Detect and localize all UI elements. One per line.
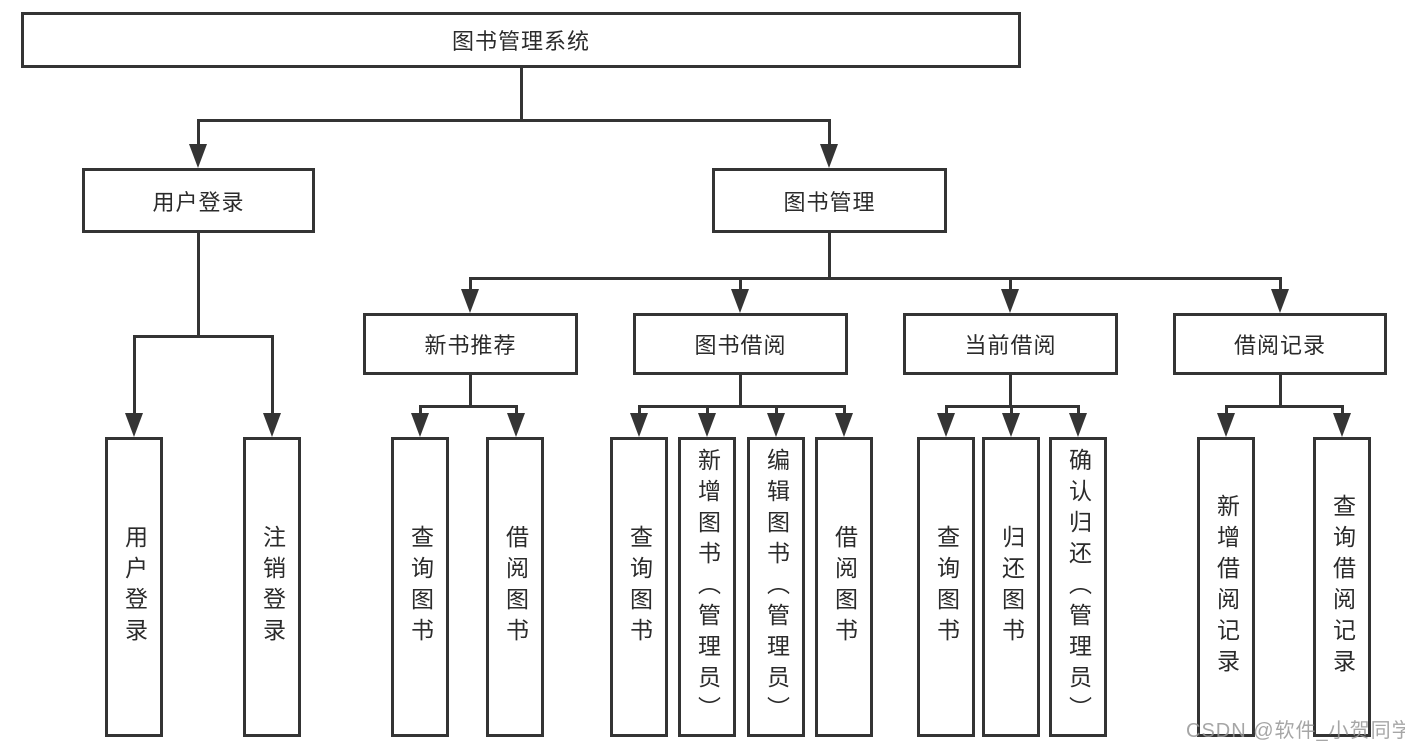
connector-line — [1010, 405, 1013, 419]
leaf-edit-book-admin-label: 编辑图书（管理员） — [763, 447, 790, 727]
connector-line — [706, 405, 709, 419]
connector-line — [828, 119, 831, 151]
leaf-borrow-book-1: 借阅图书 — [486, 437, 544, 737]
arrow-down-icon — [1069, 413, 1087, 437]
connector-line — [419, 405, 518, 408]
leaf-confirm-return-admin-label: 确认归还（管理员） — [1065, 447, 1092, 727]
connector-line — [197, 119, 200, 151]
arrow-down-icon — [461, 289, 479, 313]
connector-line — [1009, 277, 1012, 295]
connector-line — [1009, 373, 1012, 408]
arrow-down-icon — [1271, 289, 1289, 313]
leaf-add-book-admin-label: 新增图书（管理员） — [694, 447, 721, 727]
connector-line — [739, 373, 742, 408]
node-book-borrow: 图书借阅 — [633, 313, 848, 375]
leaf-logout: 注销登录 — [243, 437, 301, 737]
connector-line — [1225, 405, 1344, 408]
connector-line — [133, 335, 274, 338]
arrow-down-icon — [125, 413, 143, 437]
leaf-query-book-3: 查询图书 — [917, 437, 975, 737]
connector-line — [197, 119, 831, 122]
connector-line — [1077, 405, 1080, 419]
connector-line — [469, 277, 472, 295]
arrow-down-icon — [263, 413, 281, 437]
leaf-borrow-book-2-label: 借阅图书 — [831, 525, 858, 649]
leaf-borrow-book-1-label: 借阅图书 — [502, 525, 529, 649]
arrow-down-icon — [1217, 413, 1235, 437]
leaf-confirm-return-admin: 确认归还（管理员） — [1049, 437, 1107, 737]
connector-line — [469, 373, 472, 408]
arrow-down-icon — [767, 413, 785, 437]
node-user-login-label: 用户登录 — [152, 189, 245, 215]
node-new-book-recommend: 新书推荐 — [363, 313, 578, 375]
arrow-down-icon — [937, 413, 955, 437]
csdn-watermark: CSDN @软件_小贺同学 — [1186, 720, 1405, 742]
connector-line — [638, 405, 641, 419]
leaf-query-borrow-record-label: 查询借阅记录 — [1329, 494, 1356, 680]
arrow-down-icon — [731, 289, 749, 313]
connector-line — [828, 232, 831, 280]
connector-line — [1279, 373, 1282, 408]
arrow-down-icon — [698, 413, 716, 437]
connector-line — [1279, 277, 1282, 295]
leaf-query-book-3-label: 查询图书 — [933, 525, 960, 649]
connector-line — [419, 405, 422, 419]
leaf-user-login: 用户登录 — [105, 437, 163, 737]
node-borrow-record: 借阅记录 — [1173, 313, 1387, 375]
leaf-logout-label: 注销登录 — [259, 525, 286, 649]
connector-line — [520, 66, 523, 122]
arrow-down-icon — [630, 413, 648, 437]
connector-line — [197, 232, 200, 338]
connector-line — [133, 335, 136, 419]
arrow-down-icon — [1002, 413, 1020, 437]
leaf-query-borrow-record: 查询借阅记录 — [1313, 437, 1371, 737]
node-new-book-recommend-label: 新书推荐 — [424, 333, 517, 358]
arrow-down-icon — [507, 413, 525, 437]
leaf-add-book-admin: 新增图书（管理员） — [678, 437, 736, 737]
connector-line — [638, 405, 846, 408]
leaf-return-book: 归还图书 — [982, 437, 1040, 737]
arrow-down-icon — [1001, 289, 1019, 313]
leaf-return-book-label: 归还图书 — [998, 525, 1025, 649]
connector-line — [271, 335, 274, 419]
node-book-management: 图书管理 — [712, 168, 947, 233]
leaf-query-book-2-label: 查询图书 — [626, 525, 653, 649]
leaf-query-book-2: 查询图书 — [610, 437, 668, 737]
arrow-down-icon — [189, 144, 207, 168]
leaf-add-borrow-record: 新增借阅记录 — [1197, 437, 1255, 737]
connector-line — [469, 277, 1282, 280]
leaf-user-login-label: 用户登录 — [121, 525, 148, 649]
connector-line — [1341, 405, 1344, 419]
connector-line — [775, 405, 778, 419]
connector-line — [739, 277, 742, 295]
connector-line — [1225, 405, 1228, 419]
leaf-query-book-1-label: 查询图书 — [407, 525, 434, 649]
leaf-borrow-book-2: 借阅图书 — [815, 437, 873, 737]
connector-line — [843, 405, 846, 419]
leaf-add-borrow-record-label: 新增借阅记录 — [1213, 494, 1240, 680]
leaf-query-book-1: 查询图书 — [391, 437, 449, 737]
node-book-borrow-label: 图书借阅 — [694, 333, 787, 358]
node-borrow-record-label: 借阅记录 — [1233, 333, 1326, 358]
node-current-borrow-label: 当前借阅 — [964, 333, 1057, 358]
leaf-edit-book-admin: 编辑图书（管理员） — [747, 437, 805, 737]
arrow-down-icon — [835, 413, 853, 437]
node-user-login: 用户登录 — [82, 168, 315, 233]
connector-line — [945, 405, 948, 419]
node-book-management-label: 图书管理 — [783, 189, 876, 215]
node-root-label: 图书管理系统 — [451, 29, 590, 54]
arrow-down-icon — [820, 144, 838, 168]
arrow-down-icon — [411, 413, 429, 437]
arrow-down-icon — [1333, 413, 1351, 437]
node-current-borrow: 当前借阅 — [903, 313, 1118, 375]
node-root: 图书管理系统 — [21, 12, 1021, 68]
connector-line — [515, 405, 518, 419]
